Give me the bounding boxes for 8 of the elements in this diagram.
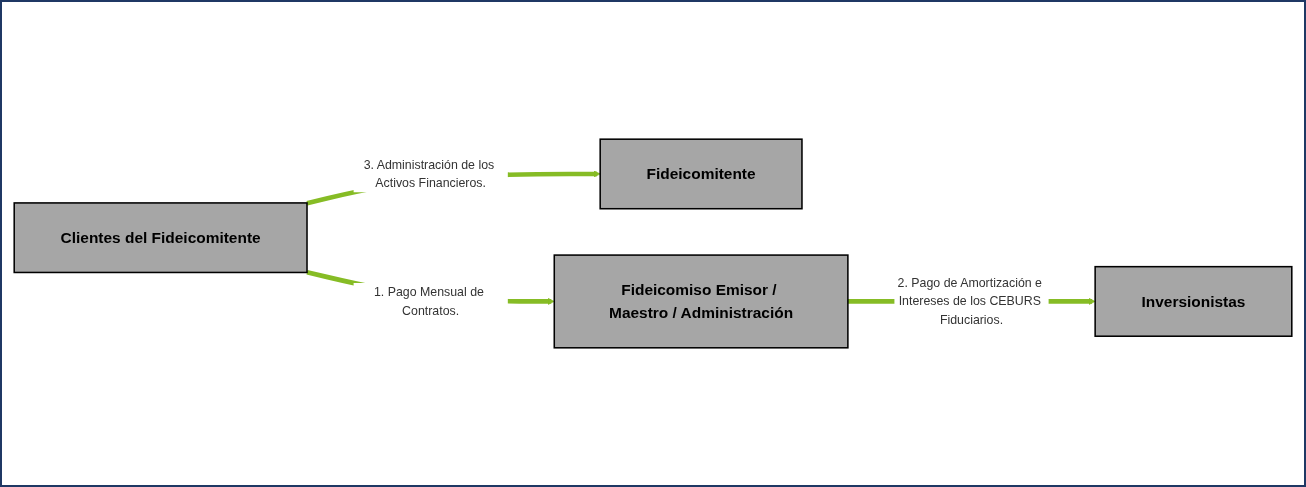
flow-diagram: 1. Pago Mensual de Contratos. 2. Pago de Amortización e Intereses de los CEBURS Fiduciarios. 3. Administración de los Activos Financieros. Fideicomitente Fideicomiso Emisor / Maestro / Administración Clientes del Fideicomitente Inversionistas bbox=[8, 133, 1298, 354]
node-box bbox=[1094, 265, 1293, 337]
edge-label: 1. Pago Mensual de Contratos. bbox=[373, 285, 484, 317]
edge-label: 2. Pago de Amortización e Intereses de los CEBURS Fiduciarios. bbox=[897, 275, 1042, 327]
node-box bbox=[13, 202, 308, 274]
node-box bbox=[553, 254, 849, 349]
edge-label: 3. Administración de los Activos Financieros. bbox=[363, 157, 495, 190]
node-box bbox=[599, 138, 803, 210]
